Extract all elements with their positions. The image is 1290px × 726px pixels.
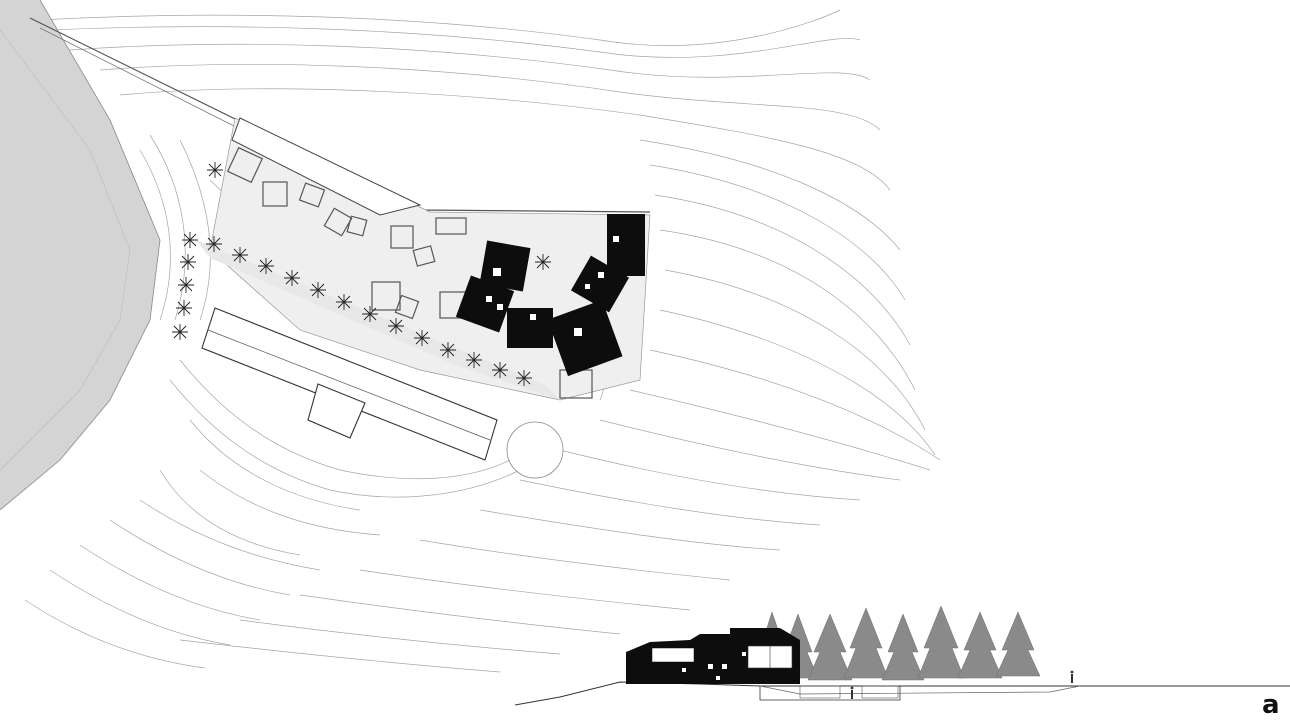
- firm-logo: a: [1262, 690, 1280, 720]
- building-masses-plan: [455, 214, 645, 377]
- roundabout: [506, 421, 564, 479]
- elevation-building: [626, 628, 901, 701]
- building-skylights-plan: [486, 236, 619, 336]
- pavilion-outlines: [226, 146, 593, 399]
- slope-shading: [0, 0, 161, 511]
- scale-figures: [850, 670, 1074, 699]
- tree-row-plan: [172, 162, 551, 386]
- elevation-ground: [514, 681, 1290, 706]
- existing-buildings: [201, 307, 498, 461]
